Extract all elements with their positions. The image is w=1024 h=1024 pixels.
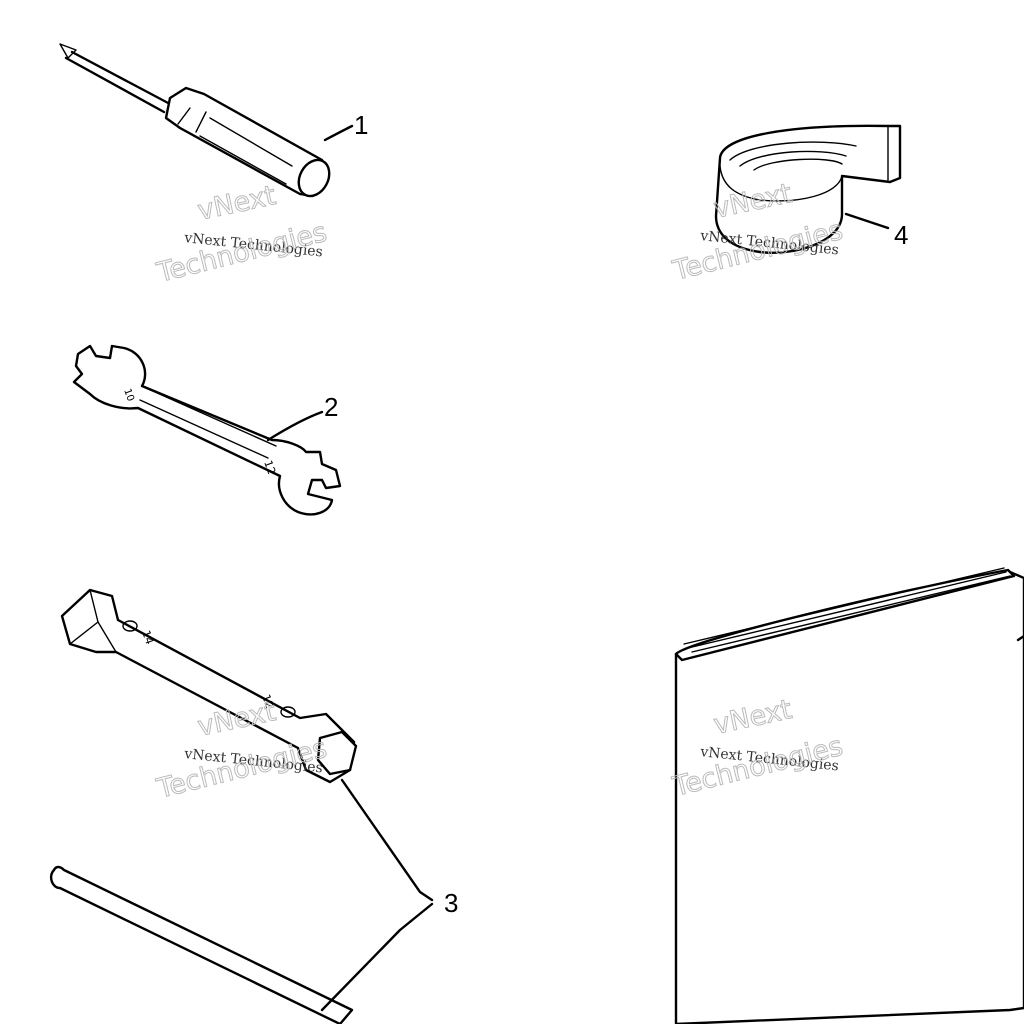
- callout-4: 4: [894, 220, 908, 250]
- watermark-1: vNext vNext Technologies Technologies: [153, 180, 331, 290]
- box-wrench-mark-12: 12: [259, 693, 276, 711]
- strap: [714, 124, 902, 254]
- callout-1: 1: [354, 110, 368, 140]
- tommy-bar: [49, 865, 354, 1024]
- svg-text:vNext: vNext: [195, 696, 279, 743]
- wrench-mark-10: 10: [121, 387, 136, 403]
- callout-3-leader: [340, 778, 434, 902]
- svg-text:Technologies: Technologies: [153, 733, 330, 805]
- box-wrench-mark-14: 14: [139, 629, 156, 647]
- wrench-mark-12: 12: [261, 459, 278, 477]
- open-end-wrench: 10 12: [72, 344, 342, 516]
- callout-2: 2: [324, 392, 338, 422]
- watermark-3: vNext vNext Technologies Technologies: [153, 696, 331, 806]
- screwdriver: [59, 43, 354, 198]
- callout-3-leader-b: [320, 902, 434, 1012]
- box-wrench: 14 12: [60, 588, 358, 784]
- owners-manual: [674, 567, 1024, 1024]
- svg-text:Technologies: Technologies: [153, 217, 330, 289]
- callout-3: 3: [444, 888, 458, 918]
- svg-text:vNext: vNext: [195, 180, 279, 227]
